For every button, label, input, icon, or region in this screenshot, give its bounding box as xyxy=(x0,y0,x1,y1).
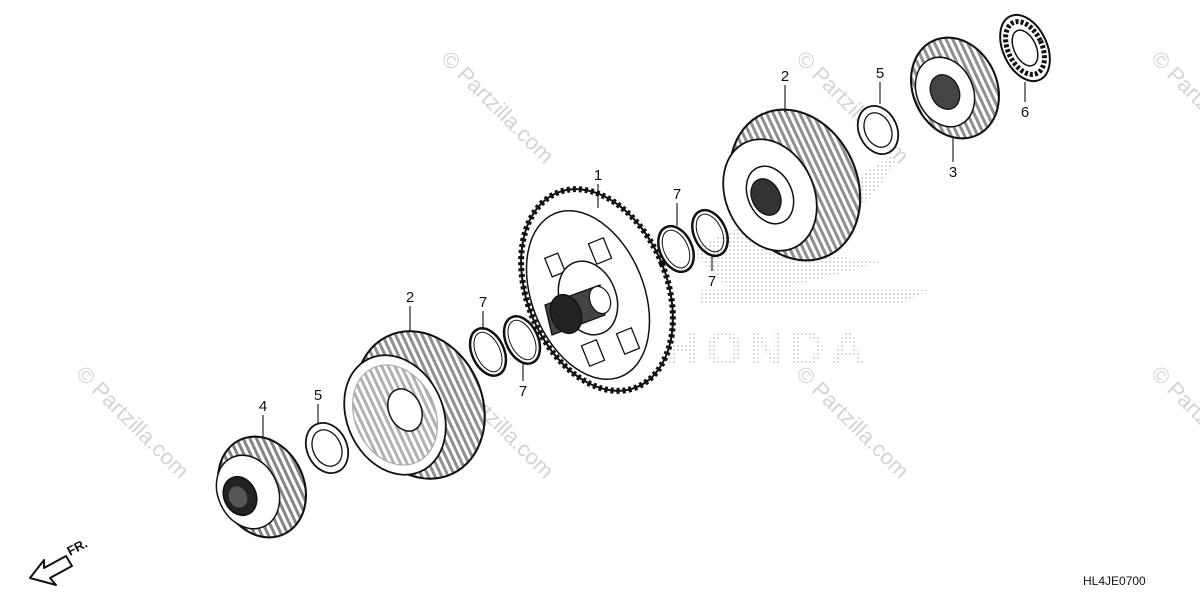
part-7-ring-a[interactable] xyxy=(463,323,513,382)
callout-7-d: 7 xyxy=(708,273,716,290)
part-3-hub-gear[interactable] xyxy=(895,23,1015,153)
callout-7-b: 7 xyxy=(519,383,527,400)
callout-7-c: 7 xyxy=(673,186,681,203)
front-arrow-icon xyxy=(29,555,73,586)
part-2-clutch-drum-bottom[interactable] xyxy=(325,310,508,500)
callout-4: 4 xyxy=(259,398,267,415)
front-direction-marker: FR. xyxy=(29,536,90,586)
watermark-text: © Partzilla.com xyxy=(71,361,194,484)
callout-2-top: 2 xyxy=(781,68,789,85)
watermark-text: © Partzilla.com xyxy=(1146,46,1200,169)
callout-3: 3 xyxy=(949,164,957,181)
callout-7-a: 7 xyxy=(479,294,487,311)
callout-1: 1 xyxy=(594,167,602,184)
part-1-primary-gear[interactable] xyxy=(493,166,701,413)
part-7-ring-d[interactable] xyxy=(685,204,734,261)
part-4-gear[interactable] xyxy=(202,422,322,552)
honda-brand-text: HONDA xyxy=(665,323,871,376)
callout-6: 6 xyxy=(1021,104,1029,121)
diagram-code: HL4JE0700 xyxy=(1083,574,1146,588)
callout-layer: 1 2 2 3 4 5 5 6 7 7 7 7 xyxy=(259,65,1029,437)
watermark-text: © Partzilla.com xyxy=(791,361,914,484)
callout-5-top: 5 xyxy=(876,65,884,82)
part-7-ring-c[interactable] xyxy=(651,220,700,277)
front-label: FR. xyxy=(64,536,90,559)
part-5-washer-top[interactable] xyxy=(850,99,906,160)
part-7-ring-b[interactable] xyxy=(497,311,547,370)
callout-5-bottom: 5 xyxy=(314,387,322,404)
watermark-text: © Partzilla.com xyxy=(436,46,559,169)
part-6-bearing[interactable] xyxy=(990,7,1059,89)
part-2-clutch-drum-top[interactable] xyxy=(706,88,885,282)
callout-2-bottom: 2 xyxy=(406,289,414,306)
part-5-washer-bottom[interactable] xyxy=(298,416,356,480)
watermark-text: © Partzilla.com xyxy=(1146,361,1200,484)
